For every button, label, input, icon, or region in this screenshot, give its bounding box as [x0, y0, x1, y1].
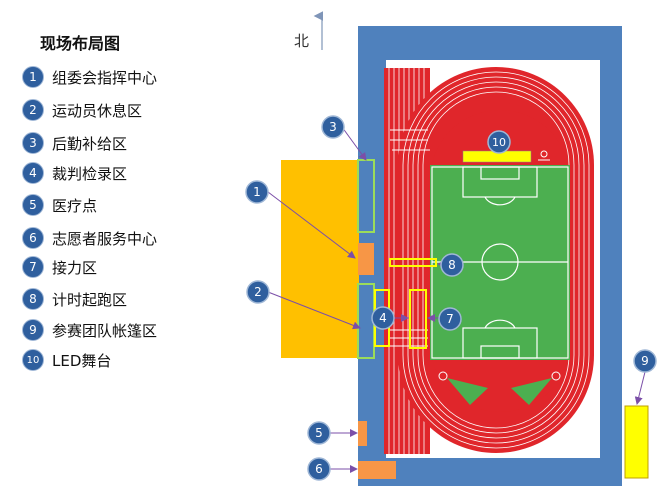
marker-10: 10: [487, 130, 511, 154]
marker-9: 9: [633, 349, 657, 373]
marker-7: 7: [438, 307, 462, 331]
legend-number-5: 5: [22, 194, 44, 216]
svg-text:4: 4: [379, 311, 387, 325]
legend-number-3: 3: [22, 132, 44, 154]
throwing-circle-left-icon: [438, 371, 448, 381]
throwing-sector-right: [511, 378, 552, 405]
svg-text:2: 2: [254, 285, 262, 299]
legend-item-8: 8 计时起跑区: [22, 286, 127, 312]
svg-text:3: 3: [329, 120, 337, 134]
field-markings: [431, 166, 569, 359]
legend-number-10: 10: [22, 349, 44, 371]
legend-label-5: 医疗点: [52, 196, 98, 215]
legend-item-9: 9 参赛团队帐篷区: [22, 317, 157, 343]
svg-text:8: 8: [448, 258, 456, 272]
legend-item-3: 3 后勤补给区: [22, 130, 127, 156]
legend-item-7: 7 接力区: [22, 254, 97, 280]
legend-number-2: 2: [22, 99, 44, 121]
legend-label-4: 裁判检录区: [52, 164, 128, 183]
legend-number-4: 4: [22, 162, 44, 184]
throwing-sector-left: [447, 378, 488, 405]
marker-5: 5: [307, 421, 331, 445]
map-title: 现场布局图: [40, 34, 121, 53]
zone-5-medical: [358, 421, 367, 446]
zone-6-volunteer-center: [358, 461, 396, 479]
zone-9-team-tents: [624, 405, 649, 479]
high-jump-icon: [538, 150, 550, 161]
legend-item-6: 6 志愿者服务中心: [22, 225, 157, 251]
zone-8-timing-start: [389, 258, 437, 267]
legend-label-2: 运动员休息区: [52, 101, 143, 120]
legend-number-7: 7: [22, 256, 44, 278]
legend-item-10: 10 LED舞台: [22, 347, 111, 373]
zone-1-command-center: [358, 243, 374, 275]
svg-text:9: 9: [641, 354, 649, 368]
legend-label-8: 计时起跑区: [52, 290, 128, 309]
marker-1: 1: [245, 180, 269, 204]
legend-label-3: 后勤补给区: [52, 134, 128, 153]
legend-number-8: 8: [22, 288, 44, 310]
map-markers: 3 1 2 4 7 8 10 5: [245, 115, 657, 481]
north-label: 北: [294, 32, 309, 50]
legend-number-6: 6: [22, 227, 44, 249]
zone-command-rest-area: [281, 160, 359, 358]
svg-text:10: 10: [492, 136, 506, 149]
throwing-circle-right-icon: [551, 371, 561, 381]
marker-6: 6: [307, 457, 331, 481]
zone-7-relay-zone: [409, 289, 427, 349]
svg-text:6: 6: [315, 462, 323, 476]
svg-text:1: 1: [253, 185, 261, 199]
legend-label-6: 志愿者服务中心: [52, 229, 158, 248]
legend-item-2: 2 运动员休息区: [22, 97, 142, 123]
marker-8: 8: [440, 253, 464, 277]
svg-text:5: 5: [315, 426, 323, 440]
marker-4: 4: [371, 306, 395, 330]
legend-label-10: LED舞台: [52, 351, 112, 370]
legend-number-1: 1: [22, 66, 44, 88]
legend-item-5: 5 医疗点: [22, 192, 97, 218]
marker-2: 2: [246, 280, 270, 304]
legend-label-7: 接力区: [52, 258, 98, 277]
marker-3: 3: [321, 115, 345, 139]
legend-number-9: 9: [22, 319, 44, 341]
legend-label-1: 组委会指挥中心: [52, 68, 158, 87]
legend-item-4: 4 裁判检录区: [22, 160, 127, 186]
svg-text:7: 7: [446, 312, 454, 326]
legend-item-1: 1 组委会指挥中心: [22, 64, 157, 90]
legend-label-9: 参赛团队帐篷区: [52, 321, 158, 340]
